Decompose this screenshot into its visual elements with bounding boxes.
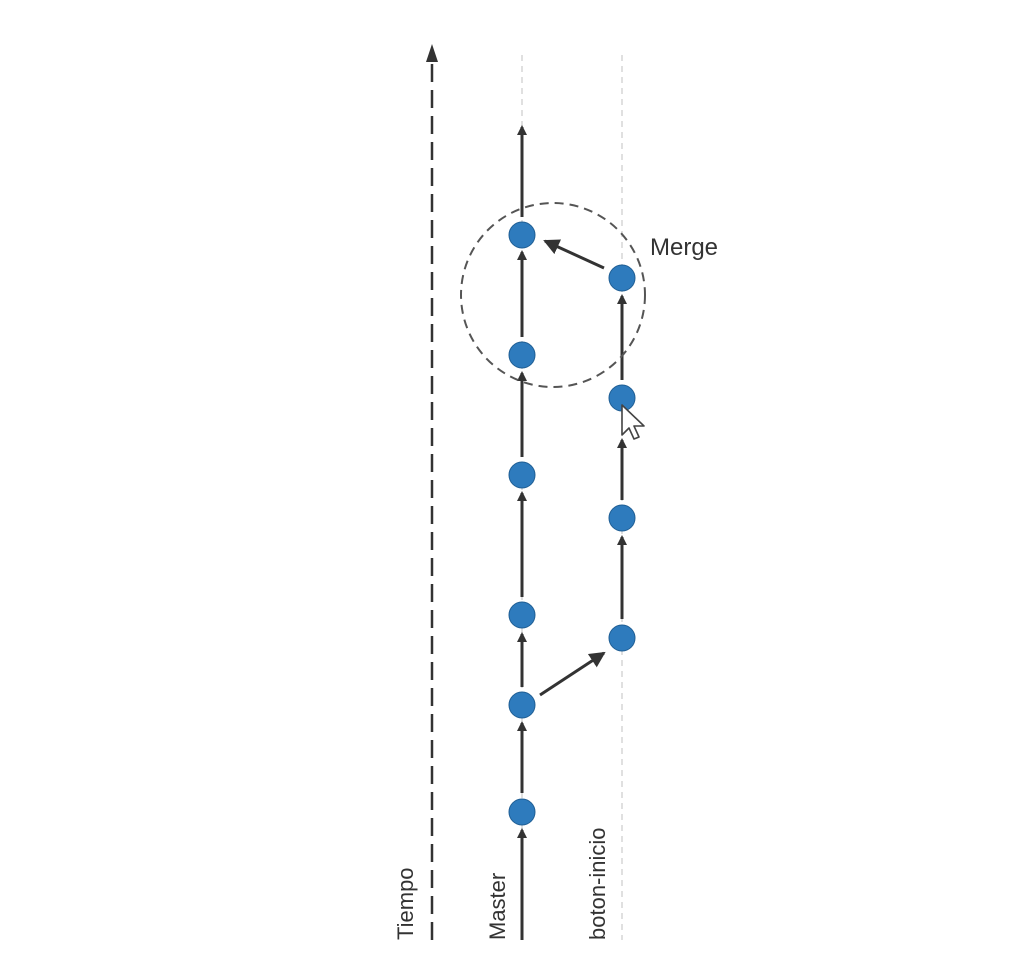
- commit-node[interactable]: [508, 798, 536, 826]
- time-axis-label: Tiempo: [393, 867, 418, 940]
- commit-node[interactable]: [508, 461, 536, 489]
- commit-node[interactable]: [508, 601, 536, 629]
- commit-node[interactable]: [508, 341, 536, 369]
- master-branch-label: Master: [485, 873, 510, 940]
- merge-label: Merge: [650, 234, 718, 261]
- time-axis-arrowhead: [426, 44, 438, 62]
- feature-commits: [608, 264, 636, 652]
- master-commits: [508, 221, 536, 826]
- feature-branch-arrows: [539, 239, 627, 697]
- merge-highlight-circle: [460, 202, 646, 388]
- commit-node[interactable]: [608, 624, 636, 652]
- mouse-pointer-icon: [621, 404, 645, 440]
- commit-node[interactable]: [608, 504, 636, 532]
- feature-branch-label: boton-inicio: [585, 827, 610, 940]
- commit-node[interactable]: [608, 264, 636, 292]
- commit-node[interactable]: [508, 221, 536, 249]
- commit-node[interactable]: [508, 691, 536, 719]
